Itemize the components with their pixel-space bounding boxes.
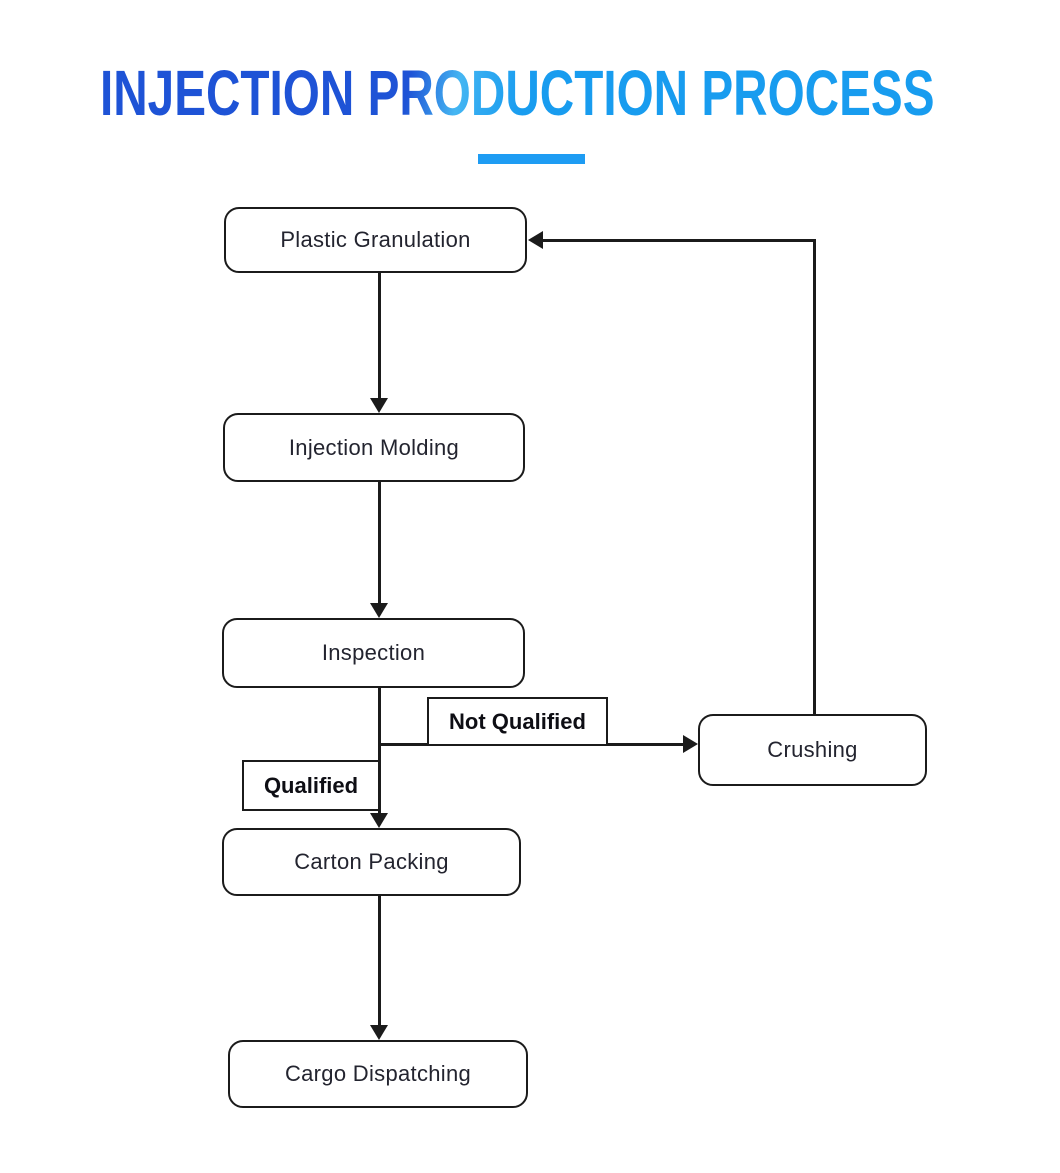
node-label: Plastic Granulation <box>280 227 471 252</box>
edge-label-text: Not Qualified <box>449 708 586 734</box>
node-plastic-granulation: Plastic Granulation <box>224 207 527 273</box>
edge-label-not-qualified: Not Qualified <box>427 697 608 746</box>
arrowhead-down-icon <box>370 603 388 618</box>
page-title: INJECTION PRODUCTION PROCESS <box>100 57 935 129</box>
node-inspection: Inspection <box>222 618 525 688</box>
connector-crushing-feedback-vertical <box>813 239 816 715</box>
connector-crushing-feedback-horizontal <box>543 239 815 242</box>
node-injection-molding: Injection Molding <box>223 413 525 482</box>
node-label: Injection Molding <box>288 434 460 460</box>
arrowhead-left-icon <box>528 231 543 249</box>
node-label: Inspection <box>321 640 426 665</box>
edge-label-text: Qualified <box>263 772 359 798</box>
arrowhead-down-icon <box>370 813 388 828</box>
node-label: Carton Packing <box>294 849 449 874</box>
node-label: Cargo Dispatching <box>284 1061 472 1086</box>
title-underline-bar <box>478 154 585 164</box>
connector-injection-to-inspection <box>378 482 381 605</box>
edge-label-qualified: Qualified <box>242 760 380 811</box>
arrowhead-down-icon <box>370 398 388 413</box>
node-label: Crushing <box>767 737 858 762</box>
node-crushing: Crushing <box>698 714 927 786</box>
connector-plastic-to-injection <box>378 273 381 400</box>
arrowhead-down-icon <box>370 1025 388 1040</box>
node-carton-packing: Carton Packing <box>222 828 521 896</box>
connector-inspection-to-carton <box>378 688 381 815</box>
node-cargo-dispatching: Cargo Dispatching <box>228 1040 528 1108</box>
arrowhead-right-icon <box>683 735 698 753</box>
connector-carton-to-cargo <box>378 896 381 1027</box>
